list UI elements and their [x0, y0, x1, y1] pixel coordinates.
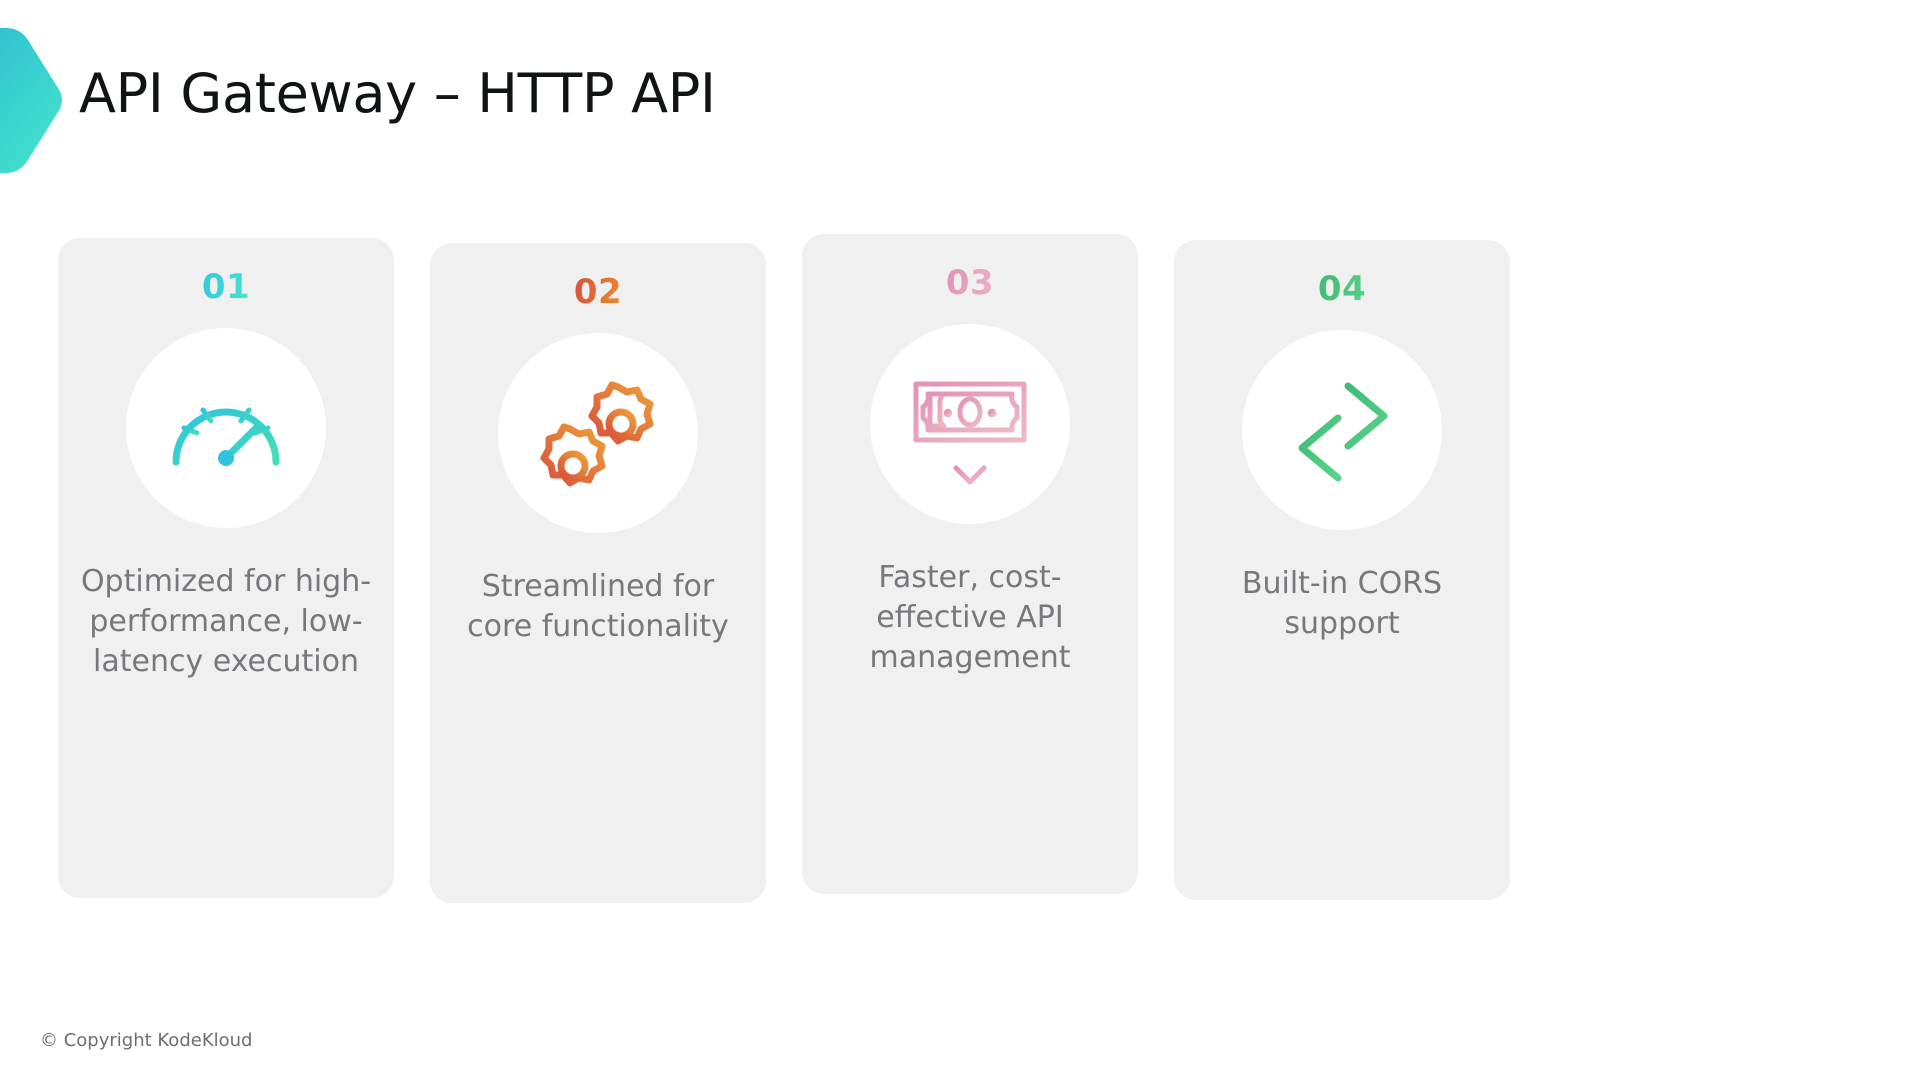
card-caption-3: Faster, cost-effective API management — [869, 560, 1071, 675]
feature-card-3[interactable]: 03 — [802, 234, 1138, 894]
card-number-3: 03 — [945, 263, 995, 303]
card-caption-2: Streamlined for core functionality — [467, 569, 729, 644]
footer-copyright: © Copyright KodeKloud — [40, 1030, 253, 1051]
card-number-4: 04 — [1317, 269, 1367, 309]
feature-card-4[interactable]: 04 — [1174, 240, 1510, 900]
gears-icon — [532, 367, 664, 499]
feature-card-row: 01 — [58, 234, 1578, 903]
exchange-arrows-icon — [1276, 364, 1408, 496]
feature-card-1[interactable]: 01 — [58, 238, 394, 898]
icon-container-4 — [1242, 330, 1442, 530]
page-title: API Gateway – HTTP API — [79, 62, 716, 125]
card-number-2: 02 — [573, 272, 623, 312]
card-caption-1: Optimized for high-performance, low-late… — [80, 564, 372, 679]
banknote-down-arrow-icon — [900, 358, 1040, 490]
icon-container-3 — [870, 324, 1070, 524]
speedometer-icon — [160, 362, 292, 494]
icon-container-1 — [126, 328, 326, 528]
chevron-brand-mark — [0, 18, 68, 183]
icon-container-2 — [498, 333, 698, 533]
feature-card-2[interactable]: 02 — [430, 243, 766, 903]
card-caption-4: Built-in CORS support — [1241, 566, 1443, 641]
card-number-1: 01 — [201, 267, 251, 307]
